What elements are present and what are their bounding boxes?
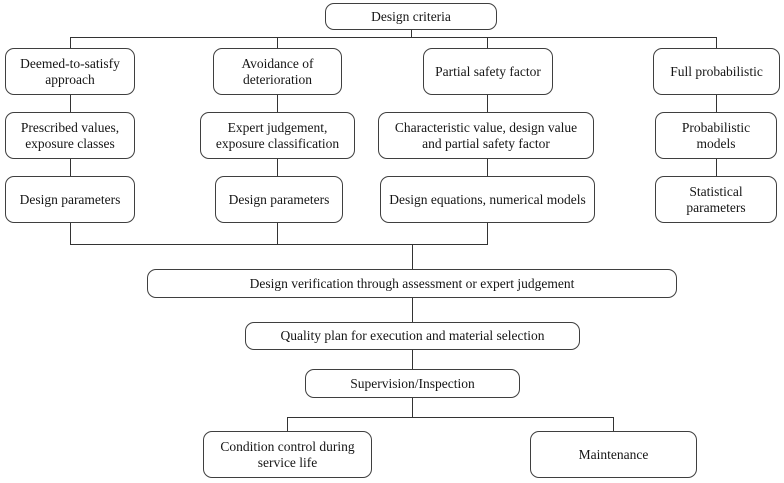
node-statistical-parameters: Statistical parameters (655, 176, 777, 223)
node-partial-safety-factor: Partial safety factor (423, 48, 553, 95)
connector-collector-bus (70, 244, 488, 245)
node-supervision-inspection: Supervision/Inspection (305, 369, 520, 398)
node-deemed-to-satisfy-approach: Deemed-to-satisfy approach (5, 48, 135, 95)
connector-col3-bottom (487, 159, 488, 176)
connector-quality-supervision (412, 350, 413, 369)
connector-col4-in (716, 37, 717, 48)
connector-col2-mid (277, 95, 278, 112)
connector-outcome-bus (287, 417, 614, 418)
node-quality-plan: Quality plan for execution and material … (245, 322, 580, 350)
connector-condition-in (287, 417, 288, 431)
connector-maintenance-in (613, 417, 614, 431)
node-design-parameters-1: Design parameters (5, 176, 135, 223)
connector-col1-out (70, 223, 71, 245)
connector-col2-out (277, 223, 278, 245)
connector-supervision-out (412, 398, 413, 417)
connector-verification-in (412, 244, 413, 269)
connector-col2-in (277, 37, 278, 48)
connector-verification-quality (412, 298, 413, 322)
connector-col3-in (487, 37, 488, 48)
connector-col1-bottom (70, 159, 71, 176)
connector-root-drop (411, 30, 412, 37)
node-avoidance-of-deterioration: Avoidance of deterioration (213, 48, 342, 95)
node-characteristic-value: Characteristic value, design value and p… (378, 112, 594, 159)
connector-col3-out (487, 223, 488, 245)
node-maintenance: Maintenance (530, 431, 697, 478)
node-design-equations: Design equations, numerical models (380, 176, 595, 223)
node-condition-control: Condition control during service life (203, 431, 372, 478)
connector-col4-mid (716, 95, 717, 112)
connector-col3-mid (487, 95, 488, 112)
connector-col4-bottom (716, 159, 717, 176)
node-prescribed-values: Prescribed values, exposure classes (5, 112, 135, 159)
connector-col2-bottom (277, 159, 278, 176)
node-design-verification: Design verification through assessment o… (147, 269, 677, 298)
connector-col1-in (70, 37, 71, 48)
node-expert-judgement: Expert judgement, exposure classificatio… (200, 112, 355, 159)
node-design-criteria: Design criteria (325, 3, 497, 30)
connector-top-bus (70, 37, 717, 38)
node-design-parameters-2: Design parameters (215, 176, 343, 223)
node-probabilistic-models: Probabilistic models (655, 112, 777, 159)
connector-col1-mid (70, 95, 71, 112)
node-full-probabilistic: Full probabilistic (653, 48, 780, 95)
